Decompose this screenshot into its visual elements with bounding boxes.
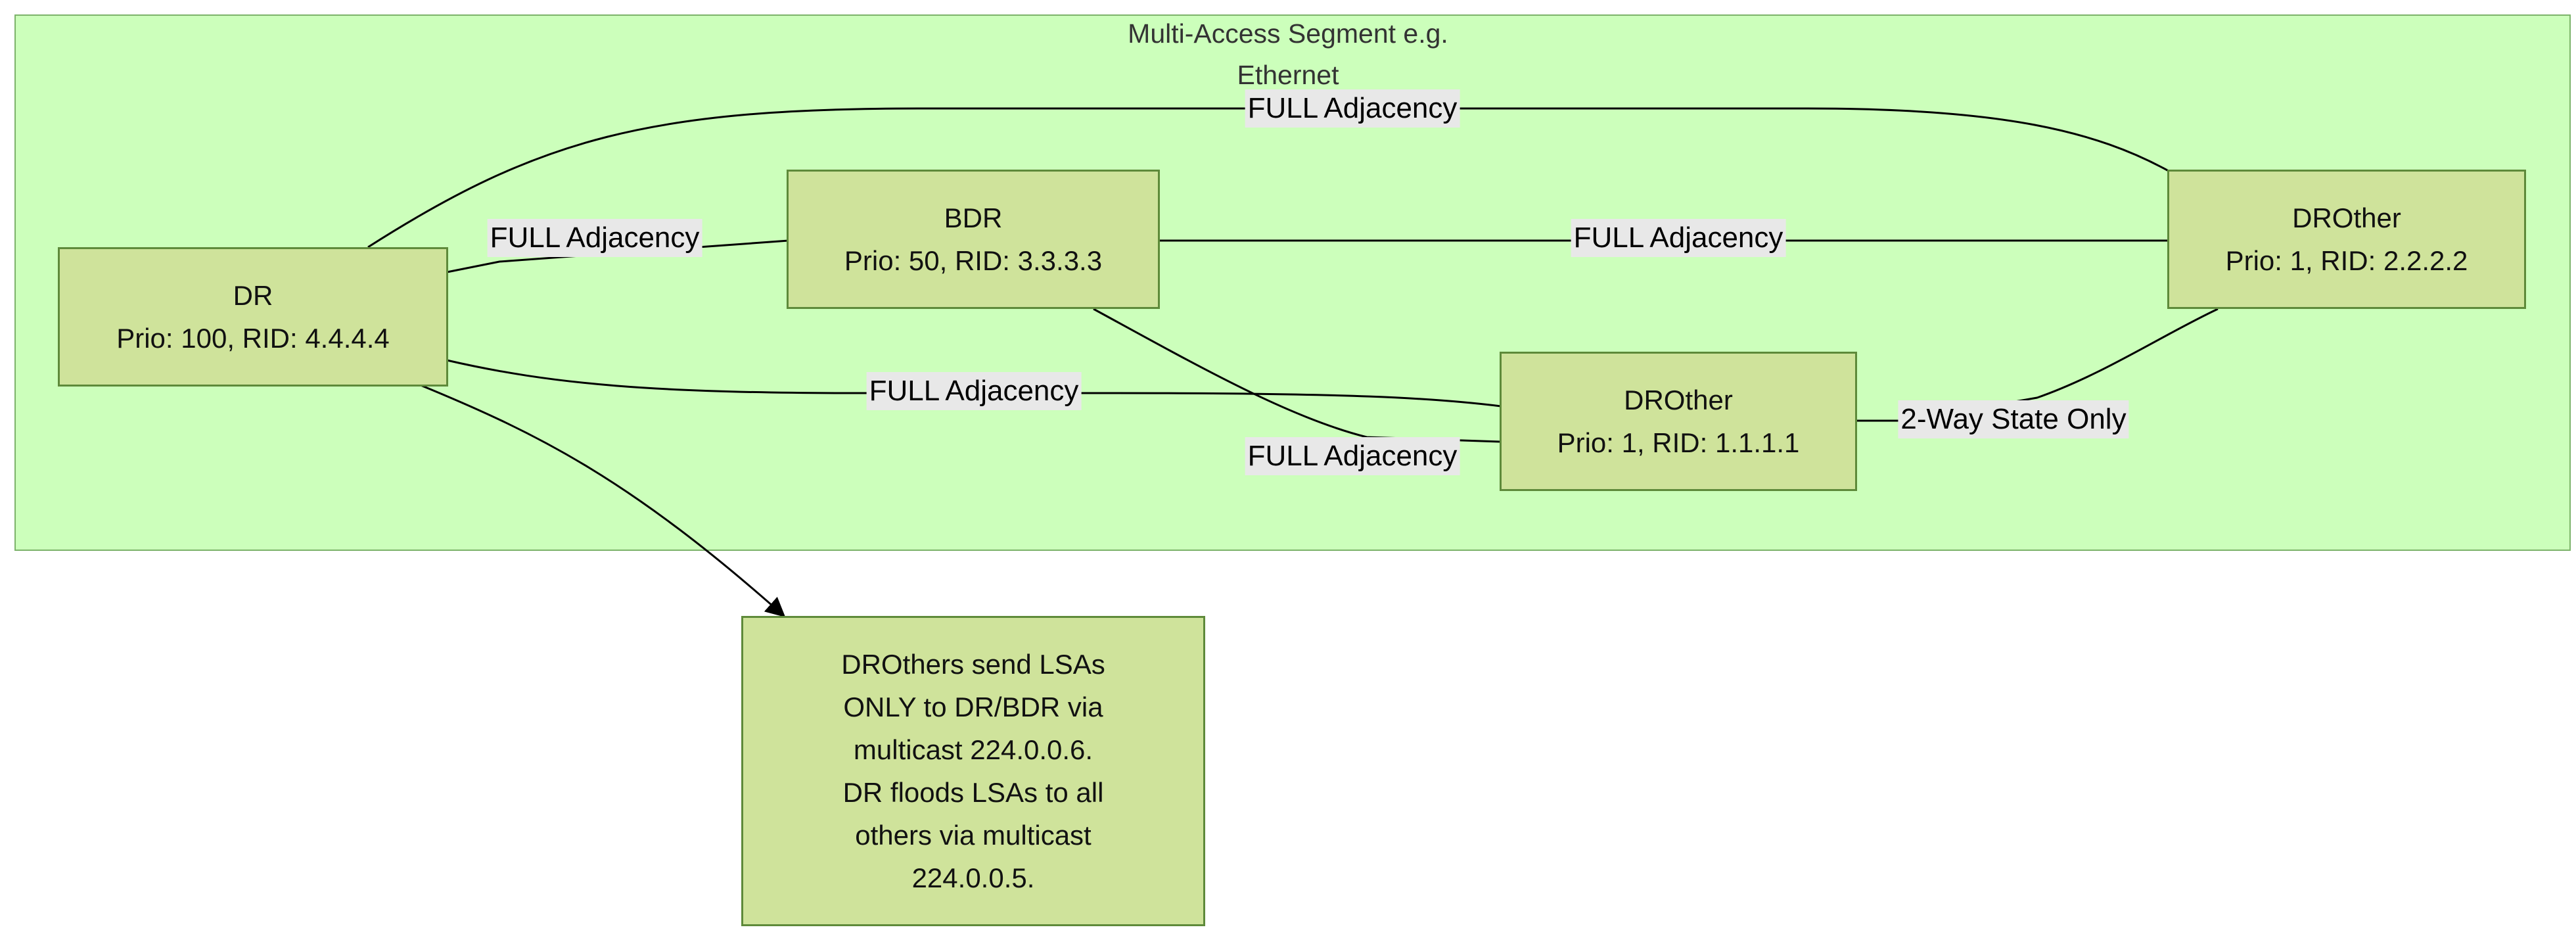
edge-label-drother-b-drother-a: 2-Way State Only [1898,400,2129,438]
dr-node: DR Prio: 100, RID: 4.4.4.4 [58,247,448,387]
edge-dr-note-arrow [420,384,786,617]
edge-label-bdr-drother-b: FULL Adjacency [1245,437,1460,475]
edge-label-dr-drother-b: FULL Adjacency [866,372,1082,410]
drother-node-rid-1111: DROther Prio: 1, RID: 1.1.1.1 [1500,352,1857,491]
drother-a-role: DROther [2292,202,2401,233]
bdr-node: BDR Prio: 50, RID: 3.3.3.3 [787,170,1160,309]
note-line-6: 224.0.0.5. [911,862,1035,893]
lsa-note-node: DROthers send LSAs ONLY to DR/BDR via mu… [741,616,1205,926]
bdr-detail: Prio: 50, RID: 3.3.3.3 [844,245,1103,276]
edge-label-dr-bdr: FULL Adjacency [487,219,702,257]
edge-drother-b-drother-a [1857,308,2219,422]
drother-b-role: DROther [1624,385,1733,415]
segment-title-line-2: Ethernet [1237,60,1339,90]
drother-b-detail: Prio: 1, RID: 1.1.1.1 [1557,427,1800,458]
edge-bdr-drother-b [1093,308,1502,443]
dr-detail: Prio: 100, RID: 4.4.4.4 [116,323,390,354]
bdr-role: BDR [944,202,1003,233]
edge-label-bdr-drother-a: FULL Adjacency [1571,219,1786,257]
note-line-5: others via multicast [855,820,1092,851]
note-line-4: DR floods LSAs to all [842,777,1104,808]
note-line-3: multicast 224.0.0.6. [853,734,1093,765]
note-line-1: DROthers send LSAs [841,649,1105,680]
edge-label-dr-drother-a: FULL Adjacency [1245,89,1460,128]
drother-a-detail: Prio: 1, RID: 2.2.2.2 [2225,245,2468,276]
segment-title-line-1: Multi-Access Segment e.g. [1128,18,1448,49]
segment-title: Multi-Access Segment e.g. Ethernet [986,13,1590,96]
drother-node-rid-2222: DROther Prio: 1, RID: 2.2.2.2 [2167,170,2526,309]
note-line-2: ONLY to DR/BDR via [843,692,1103,722]
dr-role: DR [233,280,273,311]
edge-dr-drother-a [367,107,2169,248]
